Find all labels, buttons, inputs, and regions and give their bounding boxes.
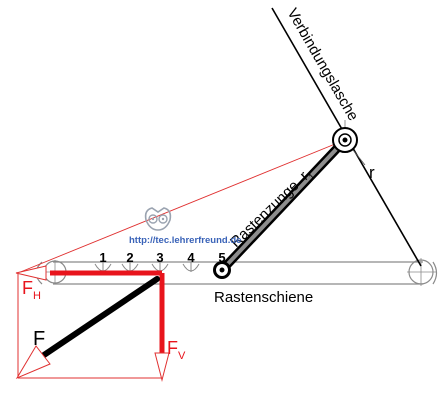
notch-4-label: 4 (187, 250, 195, 265)
notch-3-label: 3 (156, 250, 163, 265)
rastenschiene-label: Rastenschiene (214, 289, 313, 306)
r-label: r (369, 163, 375, 182)
notch-2-label: 2 (126, 250, 133, 265)
force-f-arrow (41, 276, 160, 358)
watermark-url: http://tec.lehrerfreund.de (129, 235, 241, 246)
force-fv-label: FV (167, 338, 186, 362)
force-f-label: F (33, 328, 45, 350)
notch-5-label: 5 (218, 250, 225, 265)
verbindungslasche-label: Verbindungslasche (284, 6, 362, 124)
rastenzunge-bar (217, 135, 350, 275)
notch-1-label: 1 (99, 250, 106, 265)
right-pivot (407, 258, 436, 286)
lower-joint (213, 261, 231, 279)
force-fh-label: FH (22, 278, 41, 302)
force-triangle (15, 265, 170, 382)
upper-joint (332, 127, 358, 153)
owl-logo (144, 207, 172, 231)
force-line-thin (17, 139, 346, 274)
notch-numbers: 1 2 3 4 5 (99, 250, 225, 265)
